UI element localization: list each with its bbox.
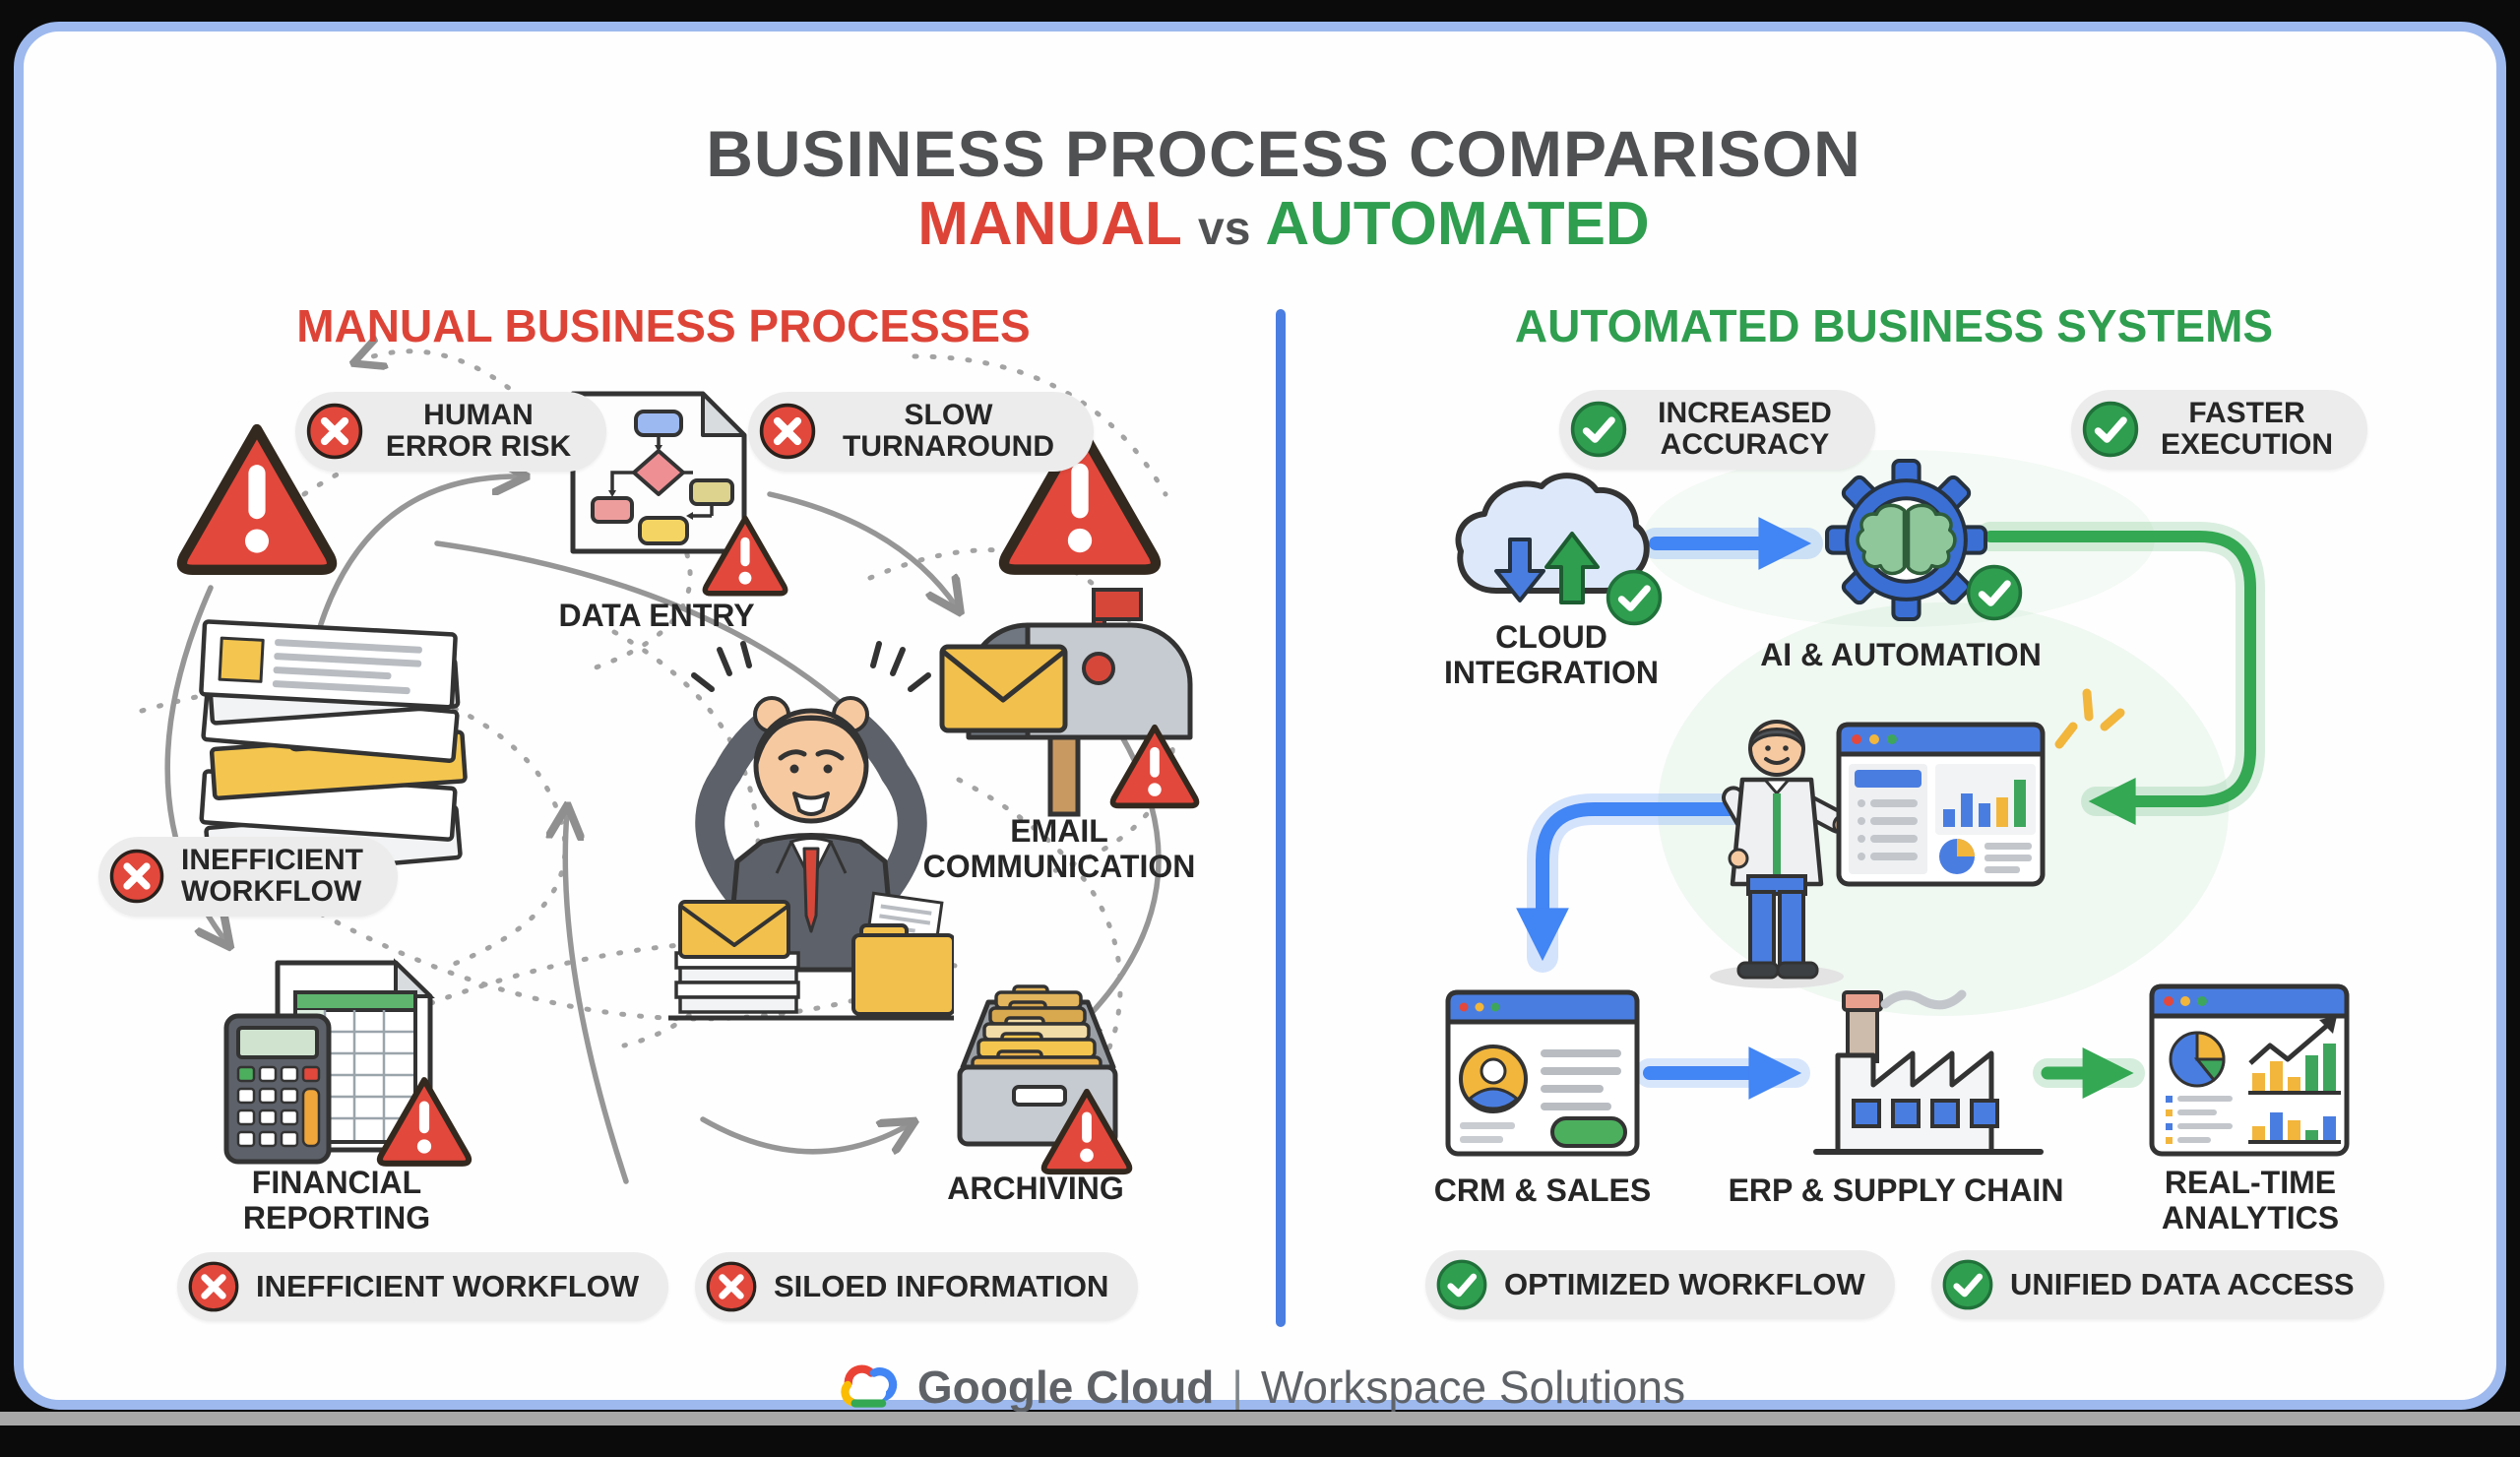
left-section-header: MANUAL BUSINESS PROCESSES: [296, 300, 1031, 351]
crm-window-icon: [1445, 989, 1640, 1157]
badge-slow-turnaround: SLOW TURNAROUND: [748, 392, 1094, 472]
flowchart-document-icon: [570, 391, 747, 554]
footer-brand: Google Cloud: [916, 1362, 1215, 1413]
calculator-spreadsheet-icon: [223, 958, 435, 1165]
x-circle-icon: [187, 1260, 240, 1313]
footer-separator: |: [1231, 1362, 1243, 1411]
badge-faster-execution: FASTER EXECUTION: [2071, 390, 2367, 470]
dashboard-window-icon: [1836, 722, 2046, 887]
gear-brain-icon: [1825, 459, 1987, 621]
section-divider: [1276, 309, 1286, 1327]
badge-label: INCREASED ACCURACY: [1658, 397, 1832, 462]
sparkle-icon: [2054, 688, 2125, 749]
label-crm-sales: CRM & SALES: [1433, 1172, 1652, 1208]
badge-increased-accuracy: INCREASED ACCURACY: [1559, 390, 1875, 470]
check-circle-icon: [1965, 563, 2024, 622]
label-financial-reporting: FINANCIAL REPORTING: [242, 1165, 431, 1235]
badge-label: INEFFICIENT WORKFLOW: [256, 1269, 640, 1304]
footer-brand-bar: Google Cloud | Workspace Solutions: [24, 1361, 2496, 1414]
badge-unified-data-access: UNIFIED DATA ACCESS: [1931, 1250, 2384, 1319]
stressed-worker-illustration: [668, 641, 954, 1021]
badge-label: UNIFIED DATA ACCESS: [2010, 1267, 2355, 1302]
infographic-card: BUSINESS PROCESS COMPARISON MANUAL vs AU…: [14, 22, 2506, 1413]
google-cloud-logo: [840, 1364, 898, 1408]
check-circle-icon: [1941, 1258, 1994, 1311]
badge-label: SLOW TURNAROUND: [843, 399, 1054, 464]
analytics-window-icon: [2149, 983, 2350, 1157]
label-erp-supply-chain: ERP & SUPPLY CHAIN: [1728, 1172, 2064, 1208]
factory-icon: [1813, 989, 2044, 1155]
check-circle-icon: [2081, 400, 2140, 459]
badge-siloed-information: SILOED INFORMATION: [695, 1252, 1139, 1321]
warning-triangle-icon: [1038, 1085, 1136, 1181]
x-circle-icon: [758, 402, 817, 461]
badge-label: HUMAN ERROR RISK: [385, 399, 572, 464]
badge-label: SILOED INFORMATION: [774, 1269, 1109, 1304]
archive-drawer-icon: [957, 984, 1118, 1147]
check-circle-icon: [1569, 400, 1628, 459]
subtitle-automated: AUTOMATED: [1265, 190, 1650, 258]
presenter-illustration: [1710, 720, 1851, 988]
mailbox-icon: [939, 588, 1193, 817]
check-circle-icon: [1435, 1258, 1488, 1311]
subtitle-vs: vs: [1198, 203, 1251, 255]
warning-triangle-icon: [373, 1073, 475, 1173]
label-cloud-integration: CLOUD INTEGRATION: [1443, 619, 1660, 690]
bottom-strip: [0, 1412, 2520, 1425]
check-circle-icon: [1605, 568, 1664, 627]
label-email-communication: EMAIL COMMUNICATION: [922, 813, 1196, 884]
badge-label: FASTER EXECUTION: [2160, 397, 2334, 462]
label-real-time-analytics: REAL-TIME ANALYTICS: [2161, 1165, 2340, 1235]
warning-triangle-icon: [1106, 721, 1203, 815]
warning-triangle-icon: [699, 512, 791, 602]
page-title: BUSINESS PROCESS COMPARISON: [706, 117, 1861, 190]
label-data-entry: DATA ENTRY: [558, 598, 755, 633]
badge-inefficient-workflow-side: INEFFICIENT WORKFLOW: [98, 837, 398, 917]
subtitle-manual: MANUAL: [917, 190, 1181, 258]
badge-label: INEFFICIENT WORKFLOW: [181, 844, 363, 909]
badge-human-error-risk: HUMAN ERROR RISK: [295, 392, 606, 472]
cloud-sync-icon: [1455, 473, 1650, 604]
x-circle-icon: [108, 848, 165, 905]
right-section-header: AUTOMATED BUSINESS SYSTEMS: [1514, 300, 2274, 351]
x-circle-icon: [705, 1260, 758, 1313]
badge-inefficient-workflow-bottom: INEFFICIENT WORKFLOW: [177, 1252, 669, 1321]
page-subtitle: MANUAL vs AUTOMATED: [917, 189, 1649, 259]
badge-label: OPTIMIZED WORKFLOW: [1504, 1267, 1865, 1302]
footer-product: Workspace Solutions: [1260, 1362, 1686, 1413]
badge-optimized-workflow: OPTIMIZED WORKFLOW: [1425, 1250, 1895, 1319]
x-circle-icon: [305, 402, 364, 461]
label-archiving: ARCHIVING: [947, 1171, 1124, 1206]
label-ai-automation: AI & AUTOMATION: [1760, 637, 2042, 672]
